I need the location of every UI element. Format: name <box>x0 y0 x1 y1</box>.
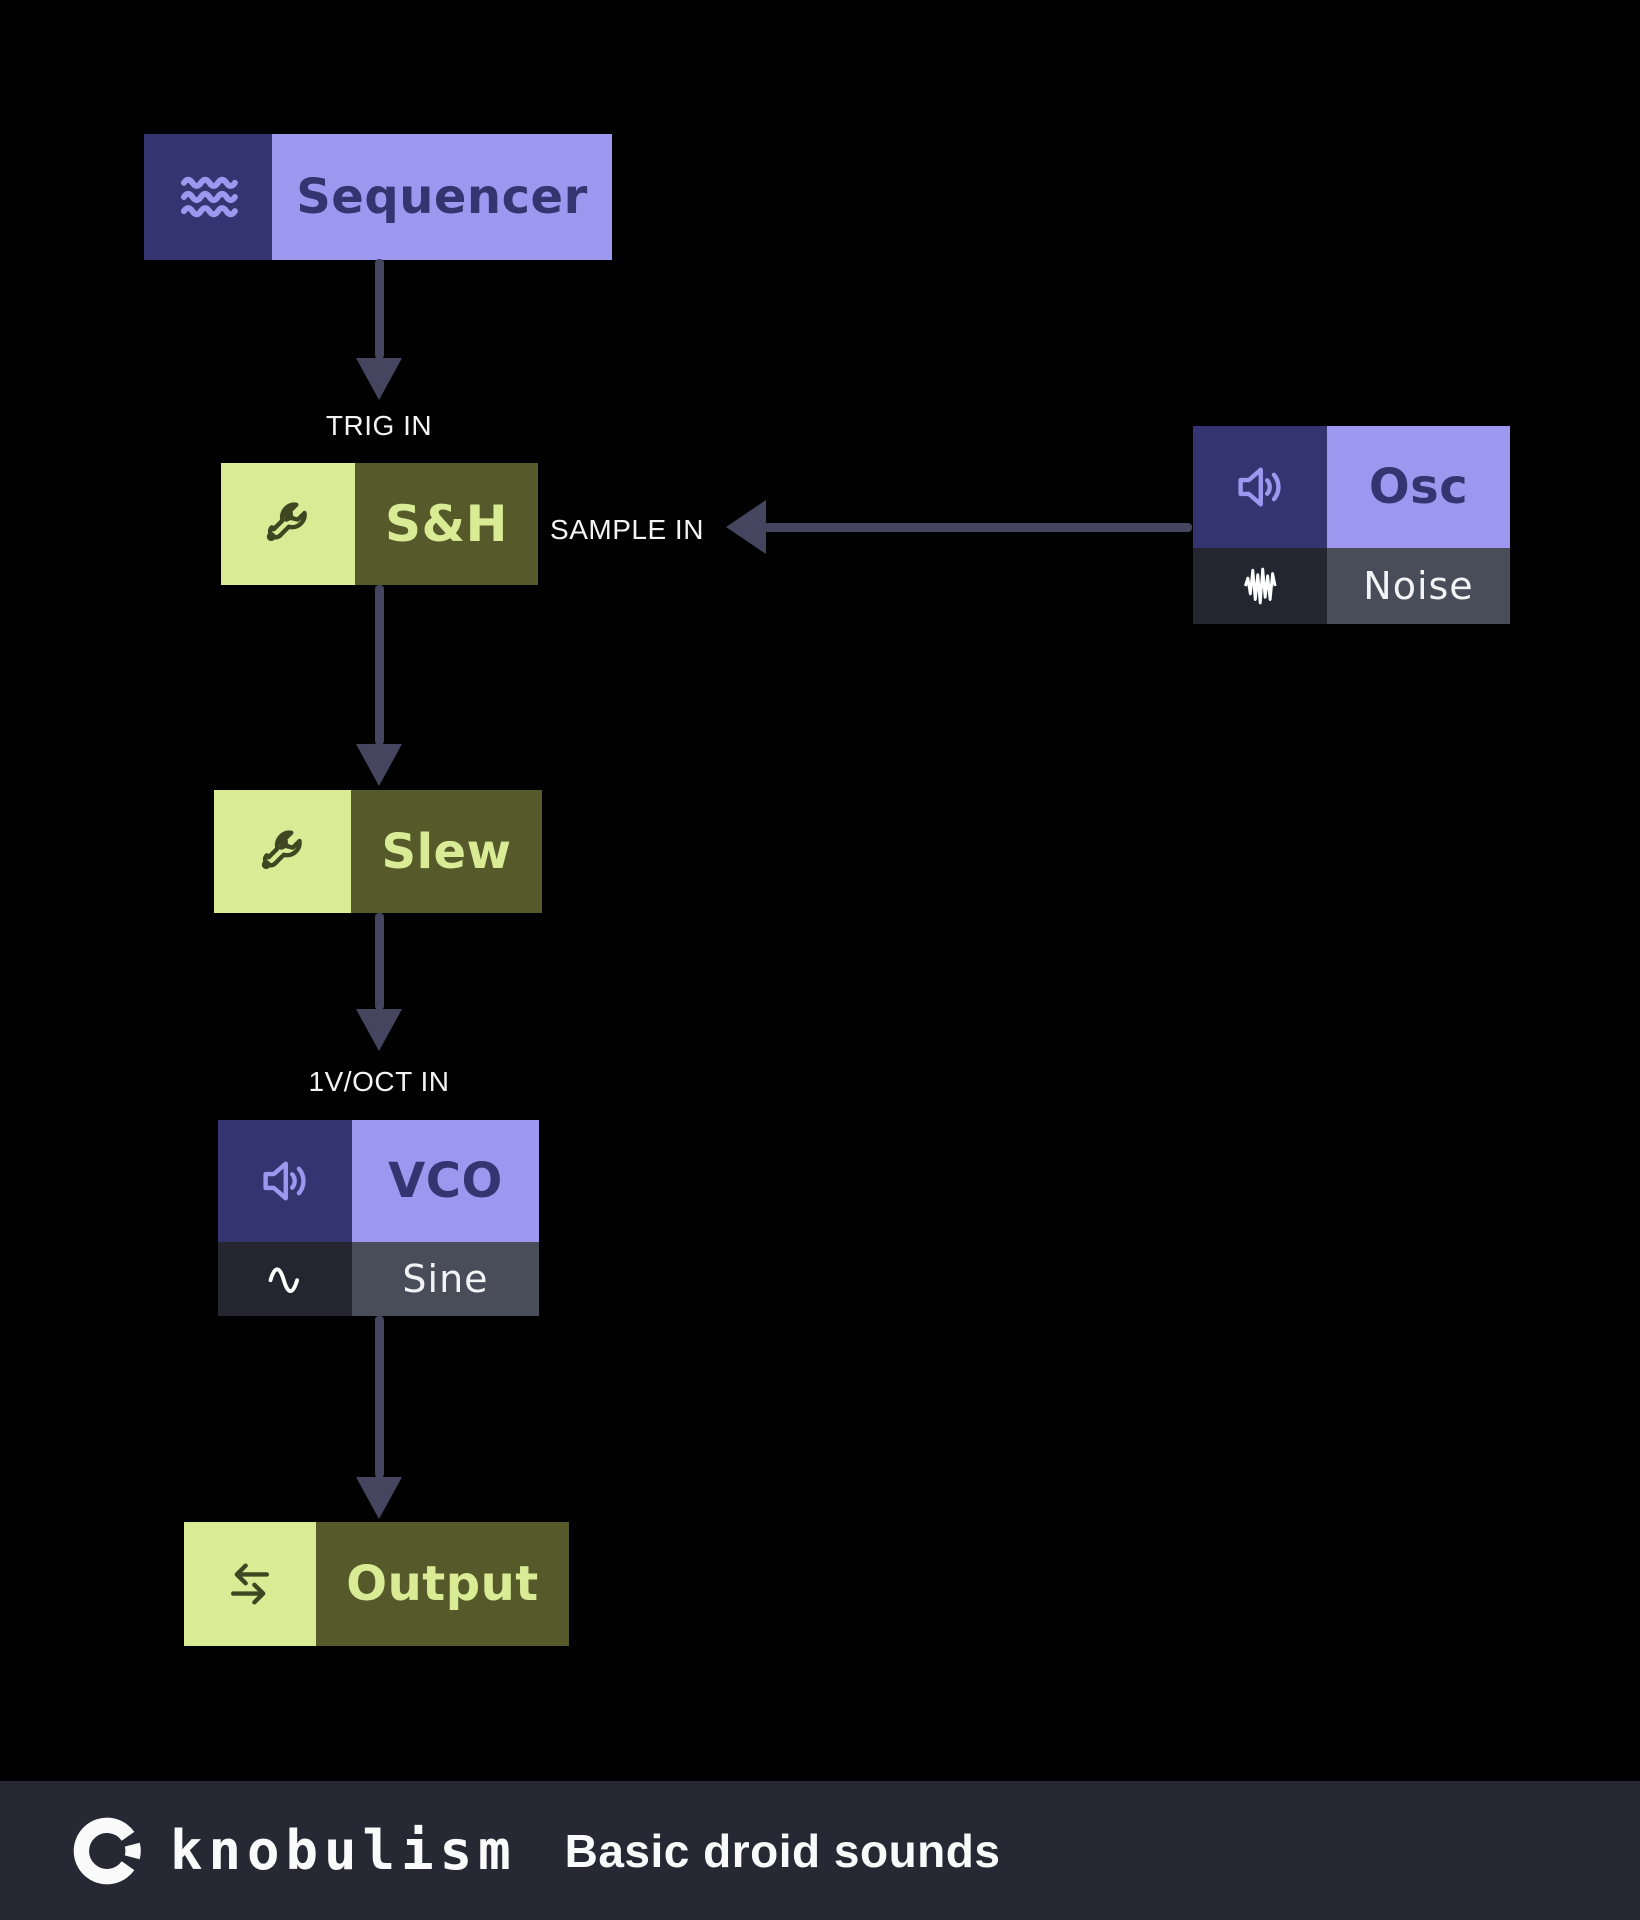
sequencer-label-cell: Sequencer <box>272 134 612 260</box>
sequencer-label: Sequencer <box>296 169 588 225</box>
node-slew: Slew <box>214 790 542 913</box>
slew-label-cell: Slew <box>351 790 542 913</box>
arrowhead-sh-to-slew <box>356 744 402 786</box>
vco-variant-label: Sine <box>402 1257 489 1301</box>
vco-variant-icon-cell <box>218 1242 352 1316</box>
speaker-icon <box>254 1150 316 1212</box>
arrowhead-sequencer-to-sh <box>356 358 402 400</box>
vco-variant-label-cell: Sine <box>352 1242 539 1316</box>
output-label: Output <box>346 1556 539 1612</box>
speaker-icon <box>1229 456 1291 518</box>
sequencer-icon-cell <box>144 134 272 260</box>
output-icon-cell <box>184 1522 316 1646</box>
vco-label: VCO <box>388 1153 503 1209</box>
arrow-sh-to-slew <box>375 585 384 745</box>
sh-label: S&H <box>385 495 508 553</box>
slew-label: Slew <box>381 823 512 880</box>
port-label-volt-oct-in: 1V/OCT IN <box>308 1066 450 1097</box>
osc-icon-cell <box>1193 426 1327 548</box>
osc-label: Osc <box>1368 459 1469 515</box>
noise-wave-icon <box>1233 559 1287 613</box>
vco-icon-cell <box>218 1120 352 1242</box>
port-label-sample-in: SAMPLE IN <box>550 514 704 545</box>
patch-title: Basic droid sounds <box>564 1824 1001 1877</box>
vco-label-cell: VCO <box>352 1120 539 1242</box>
node-sequencer: Sequencer <box>144 134 612 260</box>
arrow-vco-to-output <box>375 1316 384 1478</box>
slew-icon-cell <box>214 790 351 913</box>
sine-wave-icon <box>256 1250 314 1308</box>
osc-variant-icon-cell <box>1193 548 1327 624</box>
wrench-icon <box>255 491 321 557</box>
arrowhead-slew-to-vco <box>356 1009 402 1051</box>
knob-logo-icon <box>66 1810 148 1892</box>
transfer-arrows-icon <box>219 1553 281 1615</box>
footer-bar: knobulism Basic droid sounds <box>0 1781 1640 1920</box>
arrow-osc-to-sh <box>764 523 1192 532</box>
arrowhead-vco-to-output <box>356 1477 402 1519</box>
node-output: Output <box>184 1522 569 1646</box>
osc-label-cell: Osc <box>1327 426 1510 548</box>
osc-variant-label: Noise <box>1363 564 1474 608</box>
arrowhead-osc-to-sh <box>726 500 766 554</box>
wrench-icon <box>250 819 316 885</box>
node-vco: VCO Sine <box>218 1120 539 1316</box>
waves-icon <box>174 163 242 231</box>
arrow-sequencer-to-sh <box>375 259 384 359</box>
arrow-slew-to-vco <box>375 913 384 1010</box>
node-osc: Osc Noise <box>1193 426 1510 624</box>
sh-label-cell: S&H <box>355 463 538 585</box>
brand-name: knobulism <box>170 1819 517 1882</box>
sh-icon-cell <box>221 463 355 585</box>
output-label-cell: Output <box>316 1522 569 1646</box>
port-label-trig-in: TRIG IN <box>325 410 433 441</box>
node-sample-hold: S&H <box>221 463 538 585</box>
osc-variant-label-cell: Noise <box>1327 548 1510 624</box>
